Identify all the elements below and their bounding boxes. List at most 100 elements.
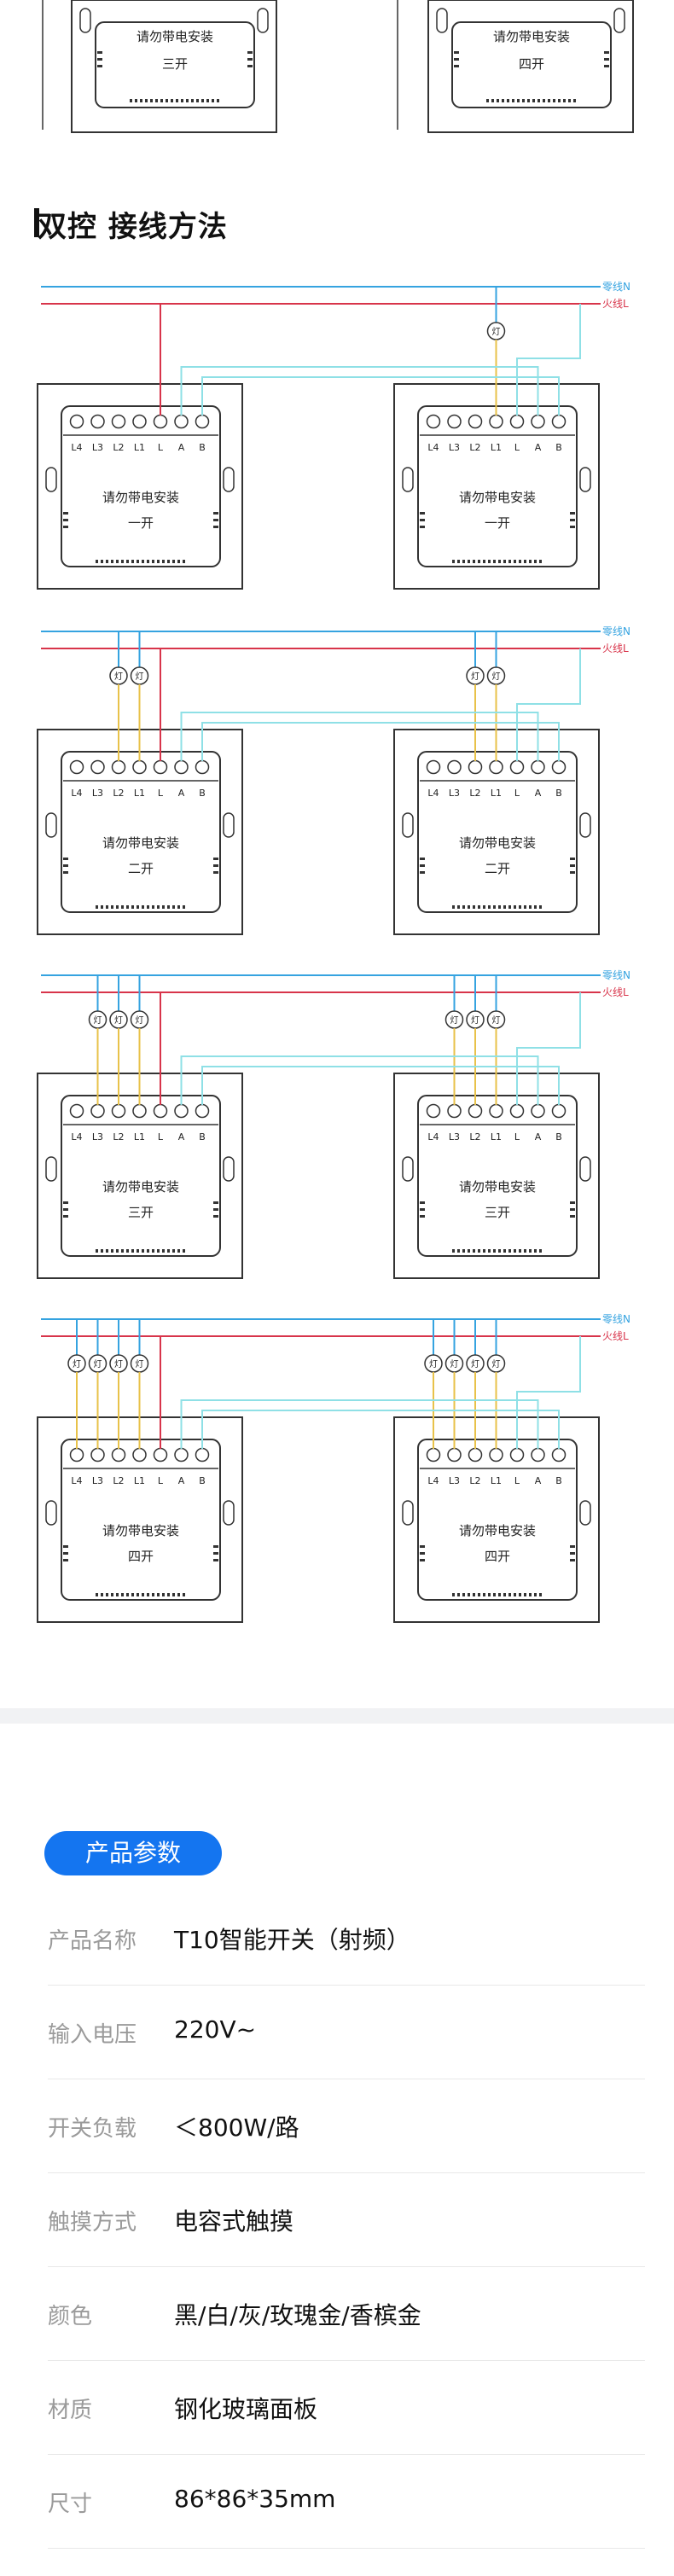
terminal-label: B	[199, 1131, 206, 1143]
terminal-label: L2	[113, 1131, 124, 1143]
terminal-label: L1	[134, 788, 145, 799]
side-tick	[570, 519, 575, 521]
b-wire	[201, 1410, 560, 1449]
bottom-tick	[96, 1249, 98, 1253]
bottom-tick	[539, 560, 542, 563]
terminal-screw	[551, 1447, 567, 1462]
terminal-screw	[447, 1103, 462, 1119]
side-tick	[213, 1559, 218, 1561]
terminal-screw	[195, 759, 210, 775]
bottom-tick	[478, 1249, 480, 1253]
terminal-screw	[195, 414, 210, 429]
bottom-tick	[177, 1593, 180, 1596]
terminal-screw	[69, 1103, 84, 1119]
terminal-screw	[551, 1103, 567, 1119]
bottom-tick	[116, 905, 119, 909]
bottom-tick	[111, 1593, 113, 1596]
live-label: 火线L	[602, 1330, 629, 1342]
terminal-label: L3	[92, 788, 103, 799]
section-divider	[0, 1708, 674, 1724]
bottom-tick	[483, 560, 485, 563]
bottom-tick	[503, 1249, 506, 1253]
bottom-tick	[573, 99, 576, 102]
bottom-tick	[478, 560, 480, 563]
bottom-tick	[514, 905, 516, 909]
side-tick	[213, 526, 218, 528]
terminal-screw	[531, 1103, 545, 1119]
bottom-tick	[532, 99, 535, 102]
warning-label: 请勿带电安装	[493, 29, 570, 44]
bottom-tick	[462, 905, 465, 909]
bottom-tick	[176, 99, 178, 102]
bottom-tick	[519, 1249, 521, 1253]
bottom-tick	[131, 1249, 134, 1253]
bottom-tick	[145, 99, 148, 102]
bottom-tick	[452, 1593, 455, 1596]
side-clip	[402, 467, 414, 492]
bottom-tick	[534, 1593, 537, 1596]
bottom-tick	[181, 99, 183, 102]
param-row: 开关负载＜800W/路	[48, 2079, 645, 2173]
bottom-tick	[135, 99, 137, 102]
bottom-tick	[498, 905, 501, 909]
terminal-label: L2	[113, 442, 124, 453]
bottom-tick	[217, 99, 219, 102]
bottom-tick	[172, 560, 175, 563]
terminal-screw	[174, 414, 189, 429]
terminal-screw	[132, 1447, 147, 1462]
terminal-screw	[551, 759, 567, 775]
side-tick	[247, 51, 253, 54]
terminal-label: L1	[491, 442, 502, 453]
a-wire	[180, 712, 539, 761]
bottom-tick	[524, 905, 526, 909]
param-value: 220V~	[174, 2015, 257, 2044]
bottom-tick	[96, 905, 98, 909]
neutral-label: 零线N	[602, 281, 630, 293]
terminal-label: A	[178, 788, 185, 799]
bottom-tick	[457, 560, 460, 563]
side-tick	[420, 519, 425, 521]
bottom-tick	[140, 99, 142, 102]
side-clip	[402, 1500, 414, 1526]
warning-label: 请勿带电安装	[459, 835, 536, 851]
gang-label: 三开	[162, 56, 188, 72]
side-tick	[454, 65, 459, 67]
terminal-screw	[447, 1447, 462, 1462]
bottom-tick	[493, 905, 496, 909]
lamp-label: 灯	[94, 1015, 102, 1026]
bottom-tick	[157, 1249, 160, 1253]
side-tick	[454, 51, 459, 54]
bridge-wire	[516, 992, 581, 1105]
param-key: 触摸方式	[48, 2210, 137, 2236]
bottom-tick	[519, 905, 521, 909]
terminal-screw	[153, 1103, 168, 1119]
bridge-wire	[516, 1336, 581, 1449]
terminal-screw	[447, 414, 462, 429]
terminal-label: L3	[449, 1131, 460, 1143]
terminal-label: B	[555, 442, 562, 453]
terminal-screw	[195, 1447, 210, 1462]
lamp-label: 灯	[450, 1359, 459, 1369]
side-tick	[63, 1208, 68, 1211]
terminal-screw	[174, 1447, 189, 1462]
side-tick	[63, 1215, 68, 1218]
bottom-tick	[457, 1593, 460, 1596]
bottom-tick	[167, 905, 170, 909]
bottom-tick	[152, 560, 154, 563]
bottom-tick	[452, 560, 455, 563]
bottom-tick	[171, 99, 173, 102]
bottom-tick	[177, 560, 180, 563]
bottom-tick	[121, 1593, 124, 1596]
terminal-screw	[195, 1103, 210, 1119]
side-tick	[570, 1545, 575, 1548]
bottom-tick	[121, 1249, 124, 1253]
neutral-label: 零线N	[602, 1313, 630, 1325]
bottom-tick	[503, 905, 506, 909]
bottom-tick	[519, 560, 521, 563]
bottom-tick	[201, 99, 204, 102]
gang-label: 三开	[485, 1205, 510, 1220]
terminal-label: L	[514, 1475, 520, 1486]
bottom-tick	[493, 1593, 496, 1596]
live-label: 火线L	[602, 986, 629, 998]
side-tick	[63, 519, 68, 521]
